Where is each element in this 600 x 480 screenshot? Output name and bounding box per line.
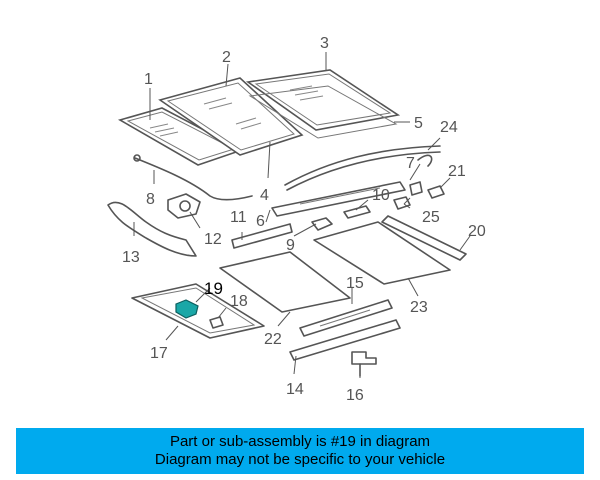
callout-6: 6 — [256, 213, 265, 230]
callout-25: 25 — [422, 209, 440, 226]
part-8-tube — [133, 154, 253, 201]
part-11-bracket — [231, 223, 293, 249]
callout-7: 7 — [406, 155, 415, 172]
part-10-bracket — [343, 205, 371, 219]
callout-24: 24 — [440, 119, 458, 136]
part-7-clip — [409, 154, 433, 196]
part-2-glass-panel — [158, 77, 304, 156]
part-23-sunshade — [313, 221, 451, 285]
callout-16: 16 — [346, 387, 364, 404]
callout-23: 23 — [410, 299, 428, 316]
callout-14: 14 — [286, 381, 304, 398]
info-banner: Part or sub-assembly is #19 in diagram D… — [16, 428, 584, 474]
part-17-frame — [131, 283, 265, 339]
callout-10: 10 — [372, 187, 390, 204]
part-15-rail — [299, 299, 393, 337]
callout-13: 13 — [122, 249, 140, 266]
callout-numbers: 1 2 3 4 5 6 7 8 9 10 11 12 13 14 15 16 1… — [122, 35, 486, 404]
banner-line-1: Part or sub-assembly is #19 in diagram — [169, 433, 431, 450]
part-9-bracket — [311, 217, 333, 231]
callout-11: 11 — [230, 209, 247, 226]
callout-17: 17 — [150, 345, 168, 362]
part-13-frame-guide — [107, 201, 197, 257]
callout-1: 1 — [144, 71, 153, 88]
part-6-track — [271, 181, 406, 217]
leader-lines — [149, 52, 471, 378]
callout-15: 15 — [346, 275, 364, 292]
callout-9: 9 — [286, 237, 295, 254]
part-19-highlighted — [175, 287, 211, 319]
part-18-clip — [209, 316, 224, 329]
callout-4: 4 — [260, 187, 269, 204]
parts-diagram: 1 2 3 4 5 6 7 8 9 10 11 12 13 14 15 16 1… — [107, 35, 486, 404]
part-25-clip — [393, 196, 411, 210]
callout-18: 18 — [230, 293, 248, 310]
part-24-rail — [284, 137, 441, 191]
part-21-clip — [427, 177, 451, 199]
callout-8: 8 — [146, 191, 155, 208]
part-22-sunshade — [219, 251, 351, 313]
part-16-bracket — [351, 351, 377, 377]
part-14-rail — [289, 319, 401, 361]
part-5-seal — [248, 85, 410, 139]
callout-19: 19 — [204, 279, 223, 298]
callout-2: 2 — [222, 49, 231, 66]
callout-5: 5 — [414, 115, 423, 132]
part-20-side-rail — [381, 215, 467, 261]
callout-12: 12 — [204, 231, 222, 248]
part-12-motor — [167, 193, 201, 229]
banner-line-2: Diagram may not be specific to your vehi… — [154, 451, 446, 468]
part-3-glass-panel — [245, 69, 401, 131]
callout-22: 22 — [264, 331, 282, 348]
callout-21: 21 — [448, 163, 466, 180]
callout-20: 20 — [468, 223, 486, 240]
callout-3: 3 — [320, 35, 329, 52]
